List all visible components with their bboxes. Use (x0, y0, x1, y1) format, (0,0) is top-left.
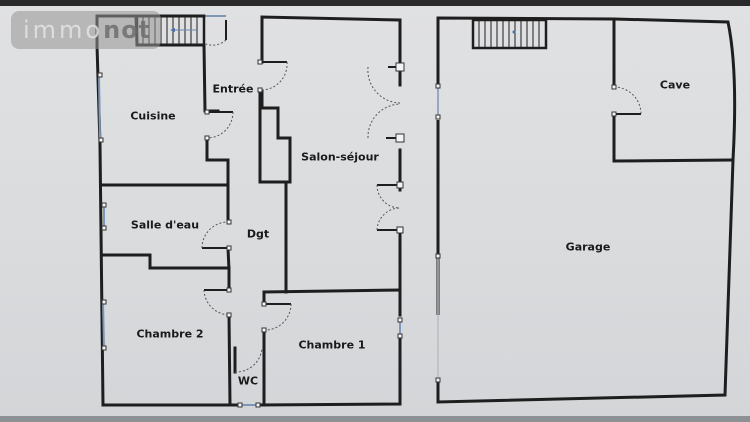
room-label-garage: Garage (565, 240, 611, 254)
room-label-dgt: Dgt (246, 227, 270, 241)
bottom-edge (0, 416, 750, 422)
door-arcs-left (201, 39, 401, 373)
cave-door-arc (613, 86, 642, 115)
watermark-part1: immo (23, 16, 104, 44)
watermark-part2: not (103, 16, 152, 44)
windows-left (98, 15, 401, 406)
top-edge (0, 0, 750, 6)
room-label-wc: WC (237, 374, 259, 388)
floor-plan-sheet (0, 6, 750, 416)
wall-nodes-right (435, 83, 617, 383)
room-label-chambre-2: Chambre 2 (136, 327, 204, 341)
staircase-right (471, 18, 548, 50)
room-label-chambre-1: Chambre 1 (298, 338, 366, 352)
door-leaves-left (202, 20, 400, 305)
room-label-salle-deau: Salle d'eau (130, 218, 200, 232)
walls-right (436, 16, 737, 404)
room-label-entree: Entrée (212, 82, 254, 96)
room-label-salon-sejour: Salon-séjour (301, 150, 379, 164)
wall-nodes-left (97, 59, 405, 408)
room-label-cuisine: Cuisine (130, 109, 176, 123)
room-label-cave: Cave (659, 78, 691, 92)
